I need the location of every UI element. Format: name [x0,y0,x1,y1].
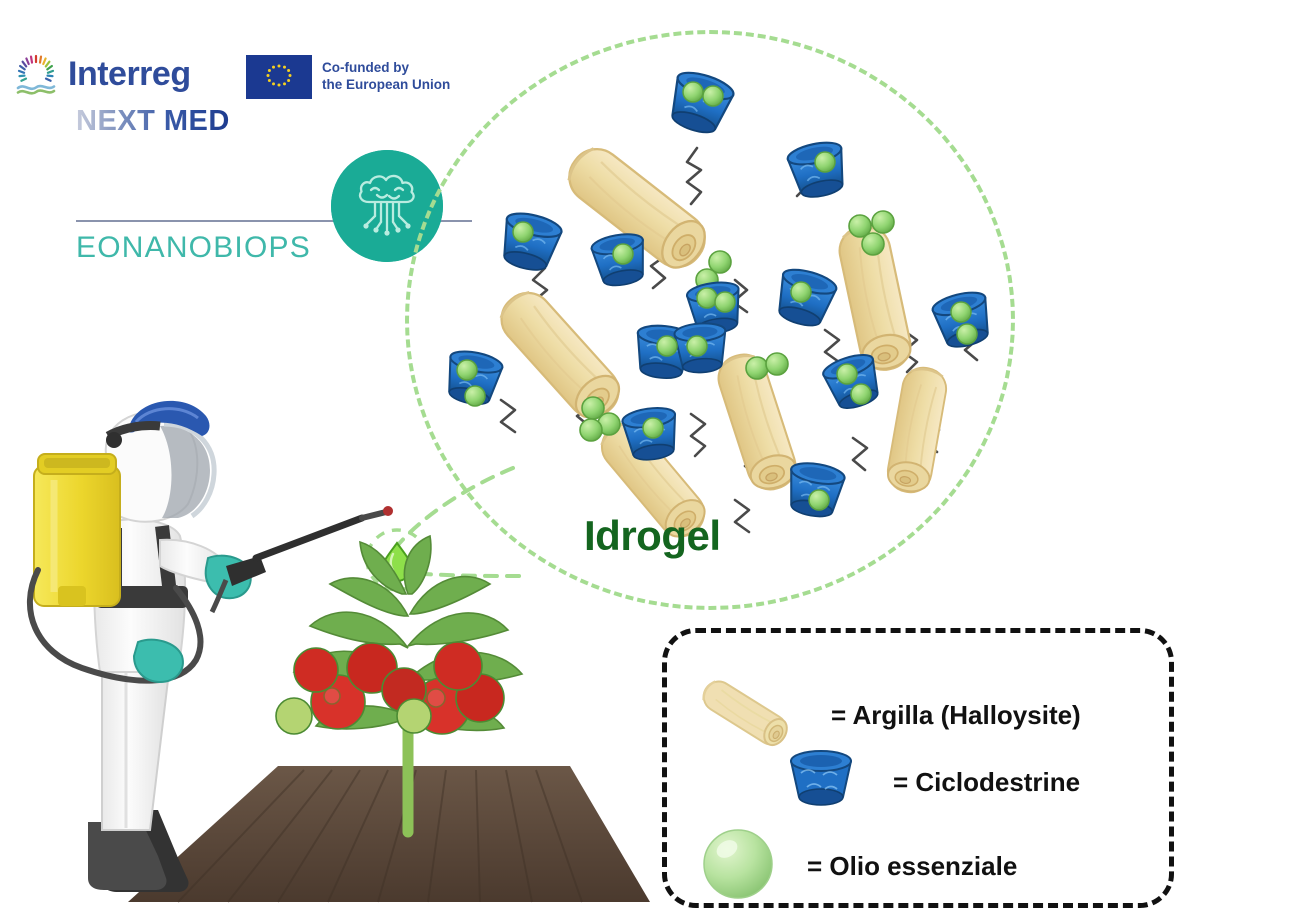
hydrogel-bubble-outline [405,30,1015,610]
legend-box: = Argilla (Halloysite) [662,628,1174,908]
cyclodextrin-payload-oil [456,81,978,511]
legend-item-cyclodextrin: = Ciclodestrine [779,745,1080,820]
field-application-scene [10,380,650,912]
legend-label-clay: = Argilla (Halloysite) [831,700,1081,730]
eonanobiops-wordmark: EONANOBIOPS [76,231,311,264]
brand-divider [76,220,472,222]
essential-oil-icon [699,825,777,908]
legend-label-cyclodextrin: = Ciclodestrine [893,767,1081,797]
sprayer-worker [26,400,393,892]
cloud-circuit-icon [331,150,443,262]
soil-bed [128,766,650,903]
interreg-sunburst-icon [14,52,58,96]
clay-nanotube-icon [689,663,801,768]
cyclodextrin-icon [779,745,863,820]
legend-item-clay: = Argilla (Halloysite) [689,663,1081,768]
legend-item-oil: = Olio essenziale [699,825,1017,908]
interreg-logo: Interreg [14,52,191,96]
eu-flag-icon [246,55,312,99]
eu-funding-text: Co-funded by the European Union [322,60,451,92]
tomato-plant [275,534,524,838]
legend-label-oil: = Olio essenziale [807,851,1018,881]
eu-funding-block: Co-funded by the European Union [246,55,450,99]
branding-header: Interreg [14,52,494,272]
essential-oil-droplet [579,210,895,442]
interreg-wordmark: Interreg [68,55,191,93]
idrogel-label: Idrogel [584,512,721,559]
next-med-wordmark: NEXT MED [76,105,230,137]
hydrogel-nanoparticle-field [405,30,1015,610]
